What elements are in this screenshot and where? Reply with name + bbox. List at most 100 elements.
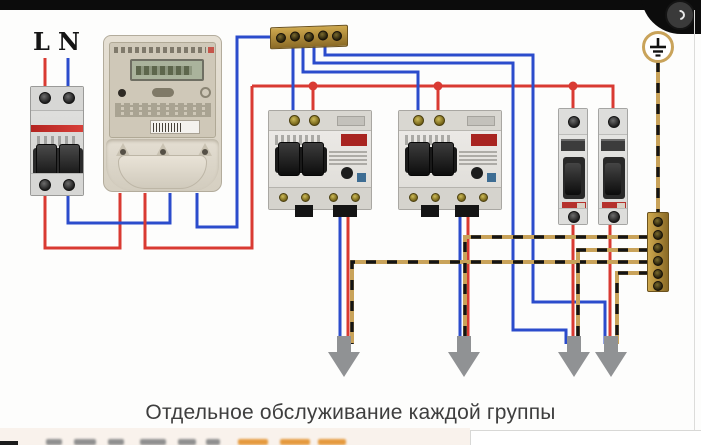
terminal-screw: [608, 116, 620, 128]
brand-label: [341, 134, 367, 146]
breaker-toggle: [565, 163, 581, 195]
cutoff-glyph: [238, 439, 268, 445]
red-stripe: [31, 125, 83, 132]
strip-screw: [653, 281, 663, 291]
toggle-base: [275, 142, 327, 176]
cover-bulge: [118, 155, 207, 189]
breaker-toggle: [302, 142, 324, 176]
mount-slot: [337, 116, 365, 126]
wire-pe-to-group3: [576, 248, 649, 344]
top-right-corner: [641, 0, 701, 38]
spec-text: [329, 149, 367, 165]
wire-breaker-to-meter-phase: [43, 193, 122, 250]
busbar-screw: [276, 32, 286, 44]
test-button: [341, 167, 353, 179]
cutoff-glyph: [74, 439, 96, 445]
lcd-digits: [136, 66, 192, 75]
wire-dash-pe-to-group1: [350, 260, 649, 344]
terminal-screw: [479, 193, 488, 202]
caption: Отдельное обслуживание каждой группы: [145, 401, 556, 424]
meter-face-panel: [109, 42, 216, 138]
terminal-screw: [409, 193, 418, 202]
watermark-circle-icon: [665, 0, 695, 30]
meter-brand-text: [114, 47, 214, 53]
earth-ground-icon: [642, 31, 674, 63]
wire-phase-bus: [252, 84, 615, 110]
terminal-plate-bottom: [399, 187, 501, 209]
terminal-screw: [413, 115, 424, 126]
cutoff-glyph: [46, 439, 62, 445]
toggle-base: [405, 142, 457, 176]
breaker-toggle: [605, 163, 621, 195]
busbar-screw: [290, 31, 300, 42]
terminal-plate-bottom: [559, 208, 587, 224]
meter-ir-port: [152, 88, 174, 97]
rating-marks: [37, 136, 79, 146]
strip-screw: [653, 230, 663, 240]
wire-dash-pe-to-group3: [576, 248, 649, 344]
terminal-screw: [309, 115, 320, 126]
wire-busbar-to-group4: [323, 45, 607, 344]
test-button: [471, 167, 483, 179]
terminal-screw: [329, 193, 338, 202]
busbar-screw: [332, 30, 342, 42]
meter-lcd-display: [130, 59, 204, 81]
terminal-screw: [568, 211, 580, 223]
strip-screw: [653, 256, 663, 266]
cutoff-glyph: [178, 439, 196, 445]
wire-pe-to-group2: [463, 235, 649, 344]
wire-clamp: [421, 205, 439, 217]
breaker-group4: [598, 108, 628, 225]
terminal-screw: [301, 193, 310, 202]
meter-seal-mark: [200, 87, 211, 98]
wire-clamp: [333, 205, 357, 217]
neutral-label: N: [58, 27, 80, 56]
indicator-chip: [357, 173, 366, 182]
breaker-toggle: [408, 142, 430, 176]
wire-meter-phase-riser: [143, 86, 254, 250]
electricity-meter: [103, 35, 222, 192]
wire-pe-to-group4: [615, 271, 649, 344]
wire-dash-pe-to-group2: [463, 235, 649, 344]
strip-screw: [653, 269, 663, 279]
line-label: L: [33, 27, 50, 56]
terminal-plate-bottom: [599, 208, 627, 224]
breaker-toggle: [278, 142, 300, 176]
mount-slot: [467, 116, 495, 126]
group-arrow-down-icon: [558, 336, 590, 377]
terminal-screw: [457, 193, 466, 202]
brand-label: [471, 134, 497, 146]
meter-barcode-sticker: [150, 120, 200, 134]
busbar-screw: [304, 31, 314, 43]
terminal-screw: [434, 115, 445, 126]
terminal-screw: [431, 193, 440, 202]
terminal-screw: [279, 193, 288, 202]
brand-label: [562, 202, 586, 210]
photo-right-border: [694, 10, 695, 430]
terminal-plate-top: [269, 111, 371, 131]
cover-screw-tab: [116, 143, 130, 156]
rcd-group2: [398, 110, 502, 217]
cutoff-glyph: [280, 439, 310, 445]
cover-screw-tab: [156, 143, 170, 156]
busbar-screw: [318, 30, 328, 41]
brand-label: [602, 202, 626, 210]
junction-dot: [568, 81, 578, 91]
terminal-screw: [568, 116, 580, 128]
top-frame-bar: [0, 0, 701, 10]
junction-dot: [308, 81, 318, 91]
main-breaker-2pole: [30, 86, 84, 196]
wire-clamp: [455, 205, 479, 217]
wire-meter-neutral-to-busbar: [195, 35, 276, 229]
rating-label: [601, 139, 625, 151]
cutoff-glyph: [206, 439, 220, 445]
strip-screw: [653, 243, 663, 253]
terminal-screw: [63, 92, 75, 104]
cutoff-glyph: [140, 439, 166, 445]
cutoff-glyph: [318, 439, 346, 445]
toggle-base: [563, 157, 585, 199]
wire-busbar-to-rcd2: [301, 45, 420, 114]
terminal-plate-bottom: [269, 187, 371, 209]
